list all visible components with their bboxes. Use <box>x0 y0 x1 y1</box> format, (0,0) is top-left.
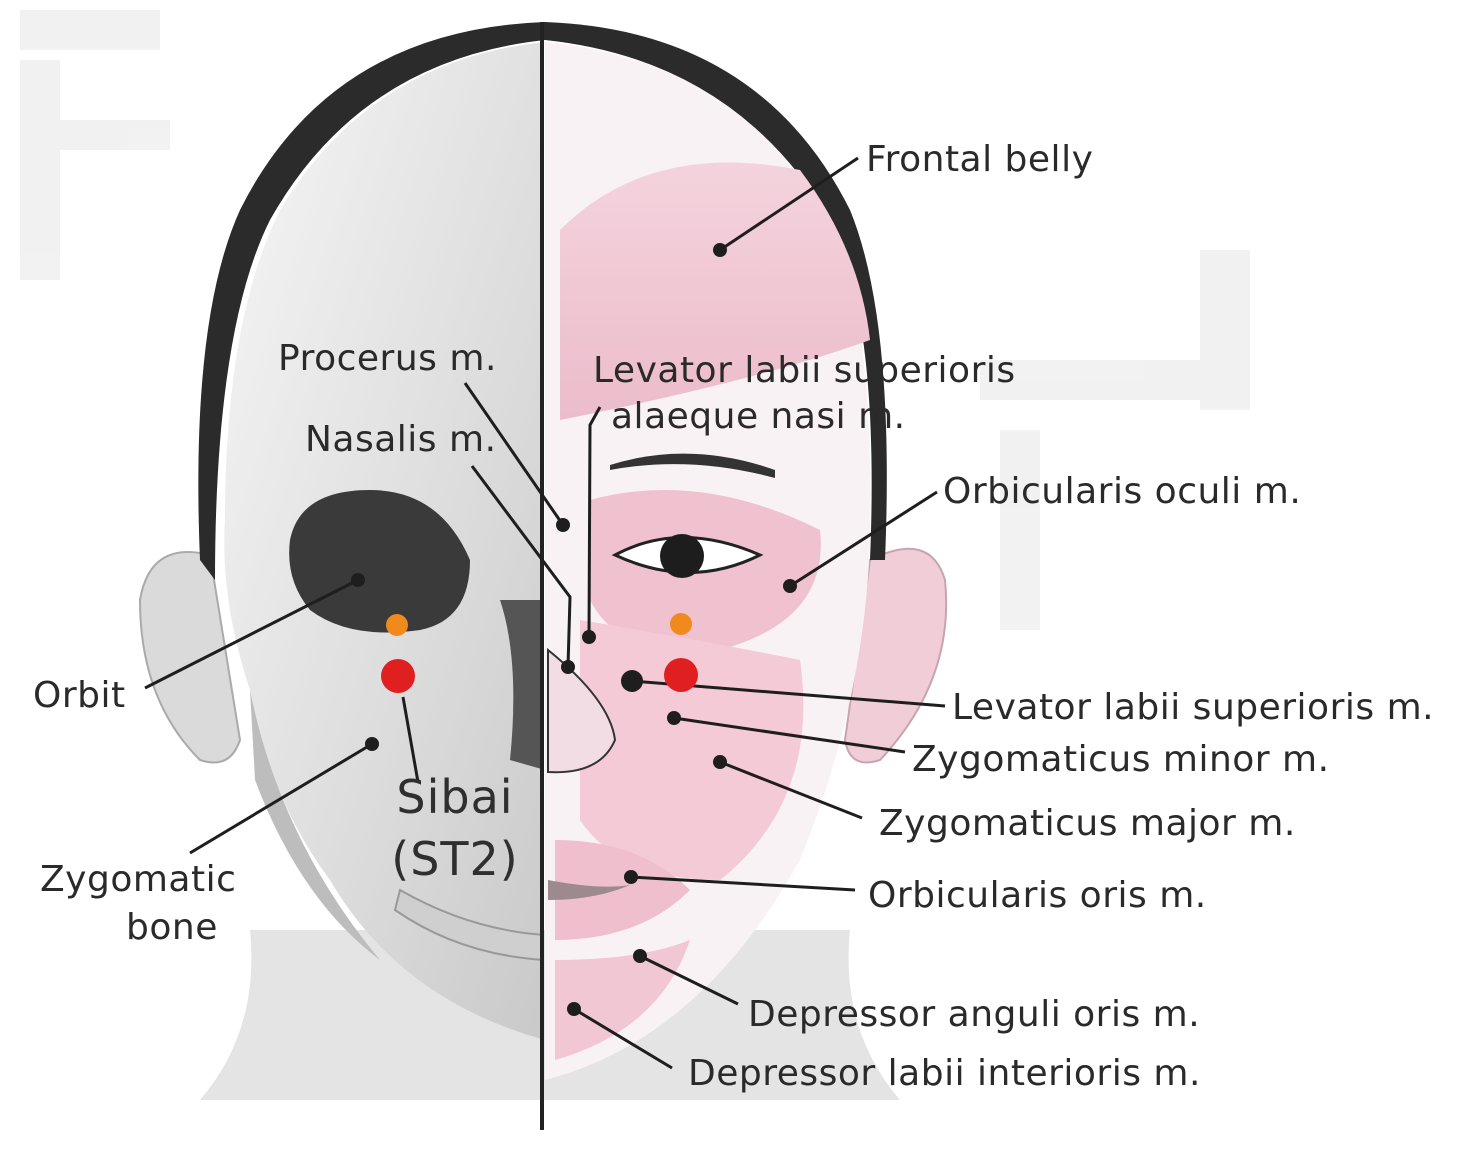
label-frontal-belly: Frontal belly <box>866 139 1094 180</box>
leader-line-orbicularis-oculi <box>789 490 938 588</box>
sibai-point-left <box>381 659 415 693</box>
leader-line-zygomaticus-major <box>719 760 863 820</box>
leader-line-nasalis <box>470 465 572 668</box>
teeth <box>393 888 542 961</box>
leader-dot-zygomatic-bone <box>365 737 379 751</box>
left-ear <box>138 551 242 764</box>
acupoint-name: Sibai <box>396 770 514 824</box>
acupoint-code: (ST2) <box>391 832 519 886</box>
leader-dot-orbicularis-oculi <box>783 579 797 593</box>
leader-line-orbicularis-oris <box>630 875 856 892</box>
leader-dot-depressor-anguli <box>633 949 647 963</box>
leader-dot-orbit <box>351 573 365 587</box>
label-levator-alaeque-1: Levator labii superioris <box>593 350 1016 391</box>
nose <box>547 647 617 774</box>
leader-dot-zygomaticus-minor <box>667 711 681 725</box>
leader-line-orbit <box>144 578 359 690</box>
leader-line-frontal-belly <box>719 156 859 252</box>
label-depressor-anguli: Depressor anguli oris m. <box>748 994 1201 1035</box>
leader-line-procerus <box>463 382 565 526</box>
leader-line-depressor-labii <box>573 1007 673 1070</box>
leader-dot-orbicularis-oris <box>624 870 638 884</box>
jaw-shadow <box>250 690 380 960</box>
label-orbit: Orbit <box>33 675 126 716</box>
leader-dot-levator-alaeque <box>582 630 596 644</box>
leader-dot-zygomaticus-major <box>713 755 727 769</box>
right-ear <box>843 547 948 764</box>
frontal-belly-muscle <box>560 162 870 420</box>
leader-dot-nasalis <box>561 660 575 674</box>
label-orbicularis-oculi: Orbicularis oculi m. <box>943 471 1302 512</box>
leader-dot-frontal-belly <box>713 243 727 257</box>
leader-line-depressor-anguli <box>639 954 739 1006</box>
label-zygomatic-bone-2: bone <box>126 907 218 948</box>
orbicularis-oris-muscle <box>555 840 690 940</box>
nasal-cavity <box>500 600 542 770</box>
secondary-point-left <box>386 614 408 636</box>
label-nasalis: Nasalis m. <box>305 419 497 460</box>
label-levator-superioris: Levator labii superioris m. <box>952 687 1435 728</box>
leader-line-zygomatic-bone <box>189 742 373 855</box>
secondary-point-right <box>670 613 692 635</box>
leader-lines <box>144 156 946 1070</box>
leader-dot-depressor-labii <box>567 1002 581 1016</box>
chin-muscles <box>555 940 690 1060</box>
watermark <box>20 10 1250 630</box>
label-procerus: Procerus m. <box>278 338 497 379</box>
leader-line-sibai <box>401 696 420 783</box>
label-zygomaticus-minor: Zygomaticus minor m. <box>912 739 1330 780</box>
label-orbicularis-oris: Orbicularis oris m. <box>868 875 1207 916</box>
label-zygomatic-bone-1: Zygomatic <box>40 859 237 900</box>
eyebrow <box>610 453 775 478</box>
leader-dot-procerus <box>556 518 570 532</box>
iris <box>660 534 704 578</box>
leader-dot-levator-superioris <box>621 670 643 692</box>
leader-line-levator-alaeque <box>587 406 602 638</box>
label-depressor-labii: Depressor labii interioris m. <box>688 1053 1201 1094</box>
lips <box>548 880 630 900</box>
leader-line-zygomaticus-minor <box>673 716 906 754</box>
sibai-point-right <box>664 658 698 692</box>
orbit-cavity <box>289 490 470 633</box>
label-zygomaticus-major: Zygomaticus major m. <box>879 803 1296 844</box>
label-levator-alaeque-2: alaeque nasi m. <box>611 396 906 437</box>
